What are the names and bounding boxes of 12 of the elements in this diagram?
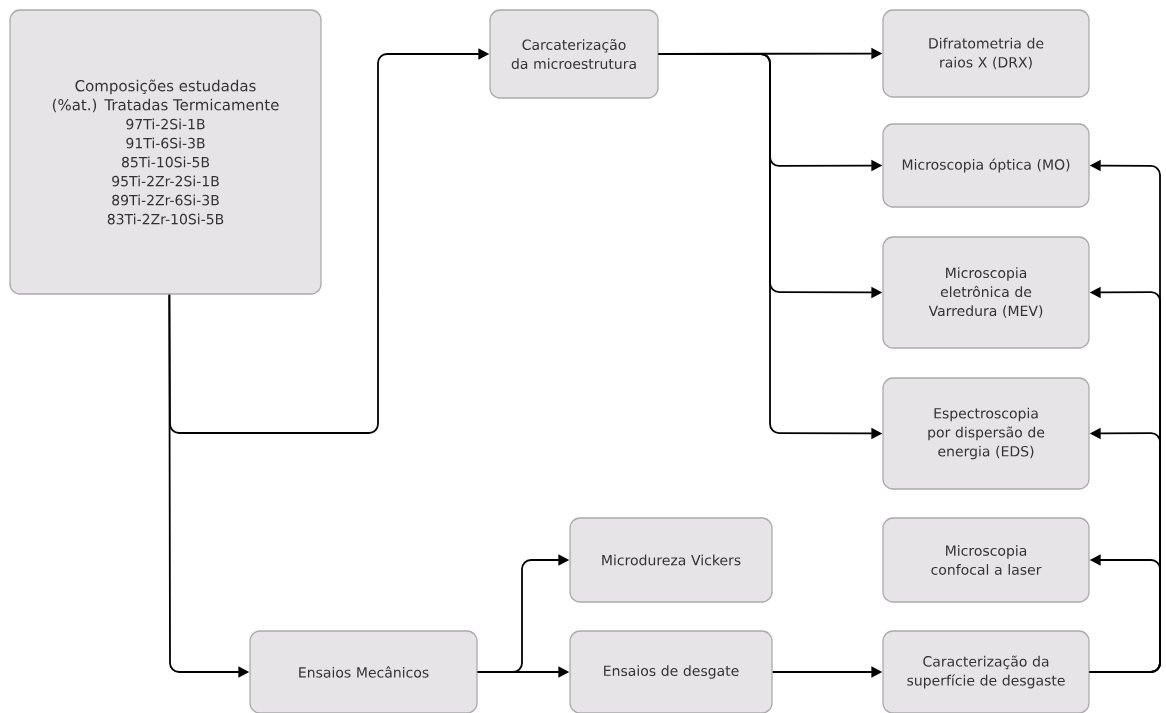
process-box: Microscopia eletrônica de Varredura (MEV) (882, 236, 1090, 349)
process-box: Espectroscopia por dispersão de energia (EDS) (882, 377, 1090, 490)
process-box: Microscopia óptica (MO) (882, 123, 1090, 208)
process-box: Composições estudadas (%at.) Tratadas Termicamente 97Ti-2Si-1B 91Ti-6Si-3B 85Ti-10Si-5B 95Ti-2Zr-2Si-1B 89Ti-2Zr-6Si-3B 83Ti-2Zr-10Si-5B (9, 9, 322, 295)
process-box: Difratometria de raios X (DRX) (882, 9, 1090, 98)
process-box: Carcaterização da microestrutura (489, 9, 659, 99)
process-box: Microscopia confocal a laser (882, 517, 1090, 603)
process-box: Ensaios Mecânicos (249, 630, 478, 713)
process-box: Microdureza Vickers (569, 517, 773, 603)
arrow (1088, 554, 1161, 673)
process-box: Ensaios de desgate (569, 630, 773, 713)
process-box: Caracterização da superfície de desgaste (882, 630, 1090, 713)
